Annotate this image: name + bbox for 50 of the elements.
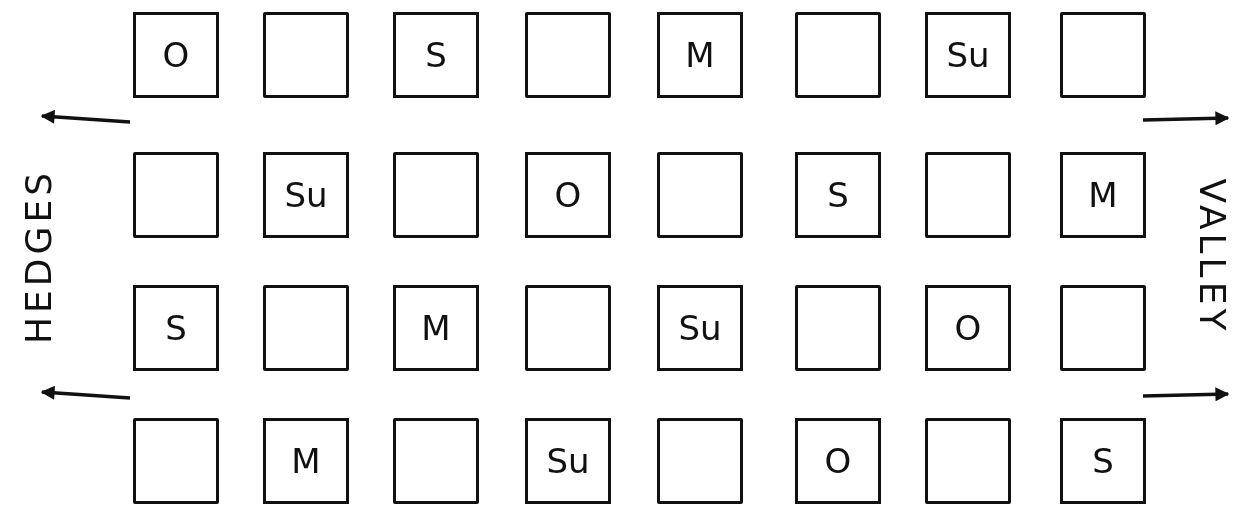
side-label: HEDGES: [17, 168, 59, 344]
plot-letter: O: [554, 175, 582, 215]
labelled-square: [795, 418, 881, 504]
plot-letter: S: [827, 175, 849, 215]
labelled-square: [925, 12, 1011, 98]
empty-square: [1060, 12, 1146, 98]
empty-square: [525, 12, 611, 98]
labelled-square: [393, 12, 479, 98]
empty-square: [263, 12, 349, 98]
empty-square: [133, 418, 219, 504]
plot-letter: M: [1088, 175, 1118, 215]
plot-letter: M: [685, 35, 715, 75]
plot-letter: S: [165, 308, 187, 348]
empty-square: [393, 418, 479, 504]
labelled-square: [525, 418, 611, 504]
side-label: VALLEY: [1192, 178, 1234, 334]
labelled-square: [925, 285, 1011, 371]
labelled-square: [263, 418, 349, 504]
labelled-square: [133, 285, 219, 371]
plot-letter: Su: [946, 35, 990, 75]
labelled-square: [525, 152, 611, 238]
labelled-square: [657, 12, 743, 98]
labelled-square: [133, 12, 219, 98]
empty-square: [1060, 285, 1146, 371]
labelled-square: [393, 285, 479, 371]
empty-square: [925, 152, 1011, 238]
labelled-square: [657, 285, 743, 371]
labelled-square: [1060, 418, 1146, 504]
plot-letter: Su: [284, 175, 328, 215]
plot-letter: O: [824, 441, 852, 481]
empty-square: [657, 152, 743, 238]
empty-square: [925, 418, 1011, 504]
labelled-square: [795, 152, 881, 238]
empty-square: [525, 285, 611, 371]
plot-letter: Su: [546, 441, 590, 481]
empty-square: [795, 285, 881, 371]
empty-square: [657, 418, 743, 504]
plot-letter: S: [1092, 441, 1114, 481]
plot-letter: O: [162, 35, 190, 75]
plot-letter: S: [425, 35, 447, 75]
empty-square: [263, 285, 349, 371]
plot-letter: M: [291, 441, 321, 481]
empty-square: [795, 12, 881, 98]
labelled-square: [1060, 152, 1146, 238]
plot-letter: M: [421, 308, 451, 348]
empty-square: [133, 152, 219, 238]
labelled-square: [263, 152, 349, 238]
plot-letter: O: [954, 308, 982, 348]
plot-letter: Su: [678, 308, 722, 348]
empty-square: [393, 152, 479, 238]
